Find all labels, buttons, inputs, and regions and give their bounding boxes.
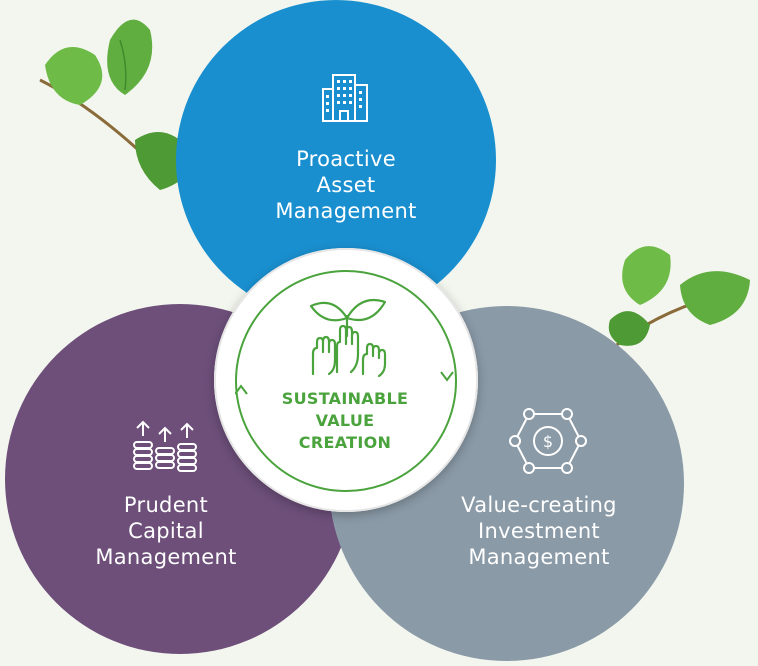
center-ring (235, 270, 457, 492)
svg-text:$: $ (543, 432, 553, 451)
sustainable-value-creation-label: SUSTAINABLE VALUE CREATION (281, 389, 409, 452)
leaf-branch-icon (598, 246, 750, 362)
sprout-hands-icon (309, 298, 387, 378)
coin-stacks-arrows-icon (133, 420, 197, 472)
dollar-network-icon: $ (509, 408, 587, 474)
office-buildings-icon (322, 74, 368, 122)
capital-management-label: Prudent Capital Management (95, 493, 237, 569)
asset-management-label: Proactive Asset Management (275, 147, 417, 223)
cycle-arrows-icon (235, 371, 454, 395)
investment-management-label: Value-creating Investment Management (461, 493, 617, 569)
